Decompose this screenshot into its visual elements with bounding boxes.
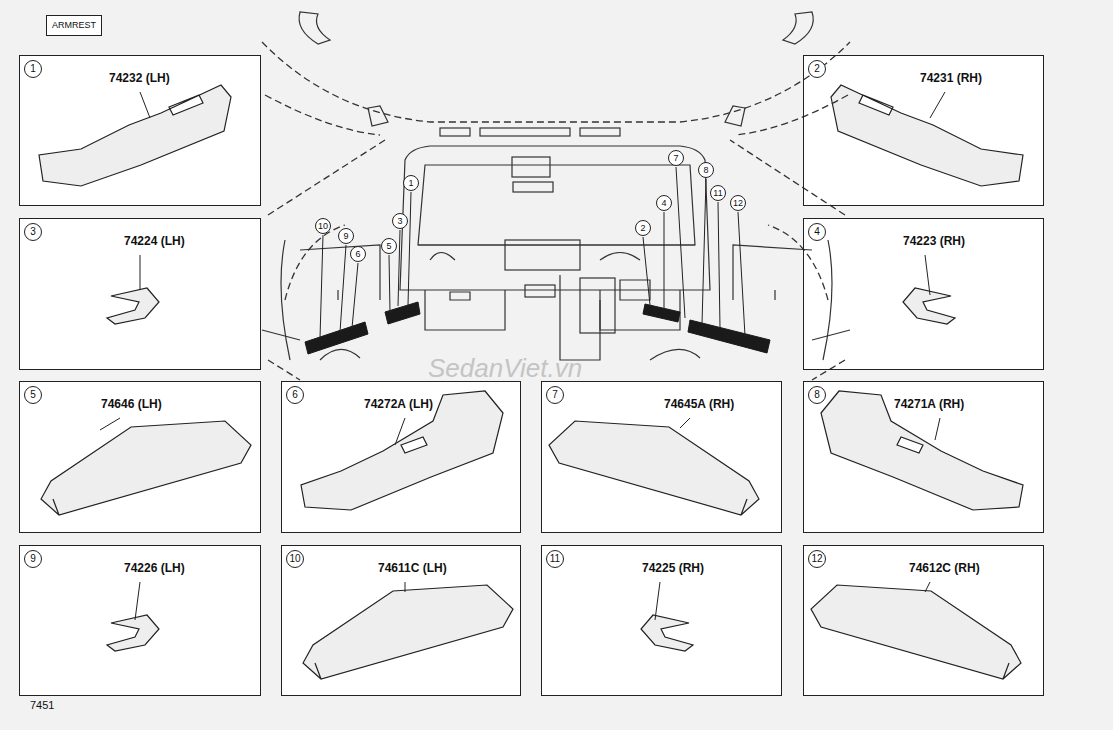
callout-number: 10 (286, 550, 304, 568)
callout-number: 3 (24, 223, 42, 241)
callout-number: 5 (381, 238, 397, 254)
part-panel: 11 74225 (RH) (541, 545, 782, 696)
callout-number: 6 (350, 246, 366, 262)
callout-number: 12 (808, 550, 826, 568)
part-sketch (39, 85, 1023, 679)
leader-line (320, 167, 745, 338)
callout-number: 9 (24, 550, 42, 568)
callout-number: 5 (24, 386, 42, 404)
part-number: 74272A (LH) (363, 397, 434, 411)
diagram-code: 7451 (30, 699, 54, 711)
callout-number: 2 (808, 60, 826, 78)
part-panel: 5 74646 (LH) (19, 381, 261, 533)
callout-number: 9 (338, 228, 354, 244)
part-panel: 10 74611C (LH) (281, 545, 521, 696)
part-panel: 7 74645A (RH) (541, 381, 782, 533)
callout-number: 10 (315, 218, 331, 234)
callout-number: 1 (403, 175, 419, 191)
callout-number: 12 (730, 195, 746, 211)
part-number: 74223 (RH) (902, 234, 966, 248)
callout-number: 8 (808, 386, 826, 404)
callout-number: 11 (546, 550, 564, 568)
armrest-part (305, 302, 770, 354)
part-number: 74611C (LH) (377, 561, 448, 575)
part-number: 74231 (RH) (919, 71, 983, 85)
part-number: 74225 (RH) (641, 561, 705, 575)
part-panel: 4 74223 (RH) (803, 218, 1044, 370)
header-text: ARMREST (52, 20, 96, 30)
callout-number: 7 (668, 150, 684, 166)
callout-number: 7 (546, 386, 564, 404)
callout-number: 1 (24, 60, 42, 78)
callout-number: 11 (710, 185, 726, 201)
leader-line (100, 92, 945, 620)
callout-number: 4 (656, 195, 672, 211)
vehicle-outline (262, 42, 850, 380)
watermark: SedanViet.vn (428, 353, 582, 384)
part-panel: 2 74231 (RH) (803, 55, 1044, 206)
part-number: 74226 (LH) (123, 561, 186, 575)
part-number: 74646 (LH) (100, 397, 163, 411)
callout-number: 3 (392, 213, 408, 229)
part-panel: 1 74232 (LH) (19, 55, 261, 206)
part-panel: 3 74224 (LH) (19, 218, 261, 370)
part-panel: 8 74271A (RH) (803, 381, 1044, 533)
part-number: 74612C (RH) (908, 561, 981, 575)
callout-number: 6 (286, 386, 304, 404)
part-number: 74224 (LH) (123, 234, 186, 248)
part-panel: 6 74272A (LH) (281, 381, 521, 533)
part-number: 74645A (RH) (663, 397, 735, 411)
section-header: ARMREST (46, 15, 102, 36)
callout-number: 8 (698, 162, 714, 178)
part-panel: 12 74612C (RH) (803, 545, 1044, 696)
vehicle-interior (262, 12, 850, 360)
panel-ground (19, 55, 1043, 695)
callout-number: 2 (635, 220, 651, 236)
part-number: 74232 (LH) (108, 71, 171, 85)
part-panel: 9 74226 (LH) (19, 545, 261, 696)
callout-number: 4 (808, 223, 826, 241)
part-number: 74271A (RH) (893, 397, 965, 411)
